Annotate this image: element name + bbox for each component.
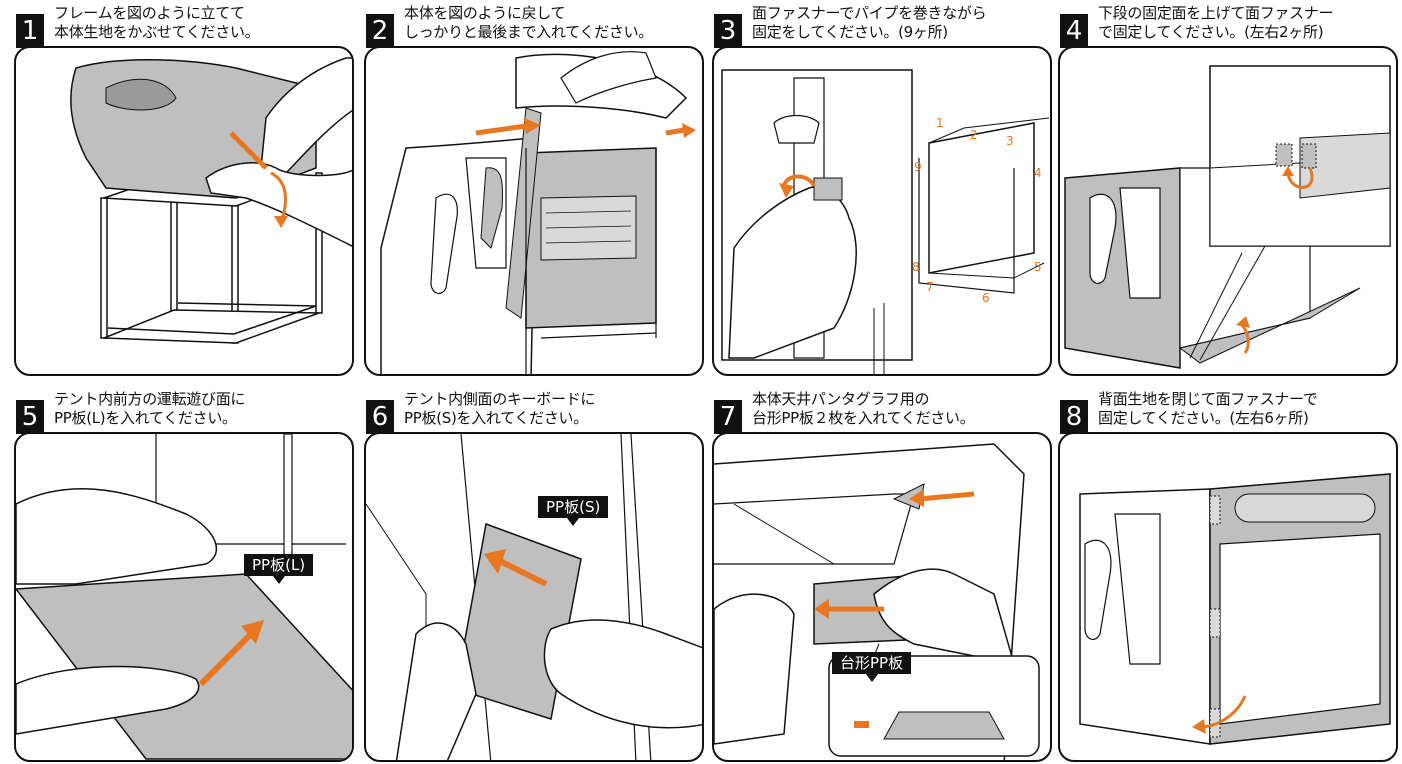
step-illustration [1058, 46, 1398, 376]
step-caption: フレームを図のように立てて 本体生地をかぶせてください。 [54, 4, 260, 41]
step-8: 8 背面生地を閉じて面ファスナーで 固定してください。(左右6ヶ所) [1058, 386, 1400, 764]
step-caption: テント内側面のキーボードに PP板(S)を入れてください。 [404, 390, 596, 427]
step-number: 5 [16, 400, 44, 434]
step-number: 7 [714, 400, 742, 434]
fastener-point-label: 4 [1034, 166, 1042, 180]
step-illustration [14, 46, 354, 376]
pipe-fastening-illustration [721, 69, 1050, 374]
step-caption: テント内前方の運転遊び面に PP板(L)を入れてください。 [54, 390, 246, 427]
fastener-point-label: 5 [1034, 260, 1042, 274]
step-number: 2 [366, 14, 394, 48]
pp-board-l-label: PP板(L) [244, 554, 314, 584]
step-number: 6 [366, 400, 394, 434]
step-3: 3 面ファスナーでパイプを巻きながら 固定をしてください。(9ヶ所) 1 2 3… [712, 0, 1054, 378]
step-illustration [1058, 432, 1398, 762]
step-caption: 本体天井パンタグラフ用の 台形PP板２枚を入れてください。 [752, 390, 975, 427]
step-4: 4 下段の固定面を上げて面ファスナー で固定してください。(左右2ヶ所) [1058, 0, 1400, 378]
step-7: 7 本体天井パンタグラフ用の 台形PP板２枚を入れてください。 台形PP板 [712, 386, 1054, 764]
pp-board-l-illustration [16, 434, 352, 760]
step-illustration [364, 46, 704, 376]
step-illustration: PP板(L) [14, 432, 354, 762]
fastener-point-label: 6 [982, 291, 990, 305]
step-1: 1 フレームを図のように立てて 本体生地をかぶせてください。 [14, 0, 356, 378]
back-panel-illustration [1079, 473, 1391, 745]
step-illustration: 1 2 3 4 5 6 7 8 9 [712, 46, 1052, 376]
fastener-point-label: 9 [914, 160, 922, 174]
step-caption: 面ファスナーでパイプを巻きながら 固定をしてください。(9ヶ所) [752, 4, 987, 41]
step-number: 8 [1060, 400, 1088, 434]
fastener-point-label: 3 [1006, 134, 1014, 148]
pp-board-s-illustration [366, 434, 702, 760]
pp-board-s-label: PP板(S) [538, 496, 609, 526]
step-number: 1 [16, 14, 44, 48]
fastener-point-label: 8 [912, 260, 920, 274]
step-5: 5 テント内前方の運転遊び面に PP板(L)を入れてください。 PP板(L) [14, 386, 356, 764]
fastener-point-label: 2 [970, 128, 978, 142]
frame-cover-illustration [70, 57, 352, 344]
lower-panel-illustration [1064, 65, 1391, 369]
trapezoid-board-label: 台形PP板 [832, 652, 912, 682]
step-illustration: PP板(S) [364, 432, 704, 762]
step-2: 2 本体を図のように戻して しっかりと最後まで入れてください。 [364, 0, 706, 378]
trapezoid-board-illustration [714, 443, 1040, 760]
step-caption: 下段の固定面を上げて面ファスナー で固定してください。(左右2ヶ所) [1098, 4, 1334, 41]
step-6: 6 テント内側面のキーボードに PP板(S)を入れてください。 PP板(S) [364, 386, 706, 764]
step-caption: 本体を図のように戻して しっかりと最後まで入れてください。 [404, 4, 654, 41]
fastener-point-label: 7 [926, 280, 934, 294]
step-number: 4 [1060, 14, 1088, 48]
step-number: 3 [714, 14, 742, 48]
fastener-point-label: 1 [936, 116, 944, 130]
step-caption: 背面生地を閉じて面ファスナーで 固定してください。(左右6ヶ所) [1098, 390, 1318, 427]
step-illustration: 台形PP板 [712, 432, 1052, 762]
tent-body-illustration [380, 51, 696, 374]
